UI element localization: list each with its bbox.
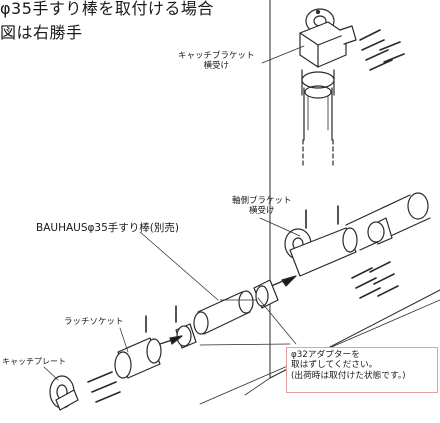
catch-bracket-part [299, 8, 357, 68]
note-line-2: 取はずしてください。 [291, 360, 378, 371]
main-rod [193, 290, 254, 335]
catch-plate-label: キャッチプレート [2, 357, 66, 366]
heading-line-2: 図は右勝手 [0, 23, 83, 42]
screws-top [359, 29, 405, 71]
adapter-note-callout: φ32アダプターを 取はずしてください。 (出荷時は取付けた状態です。) [286, 347, 438, 393]
vertical-rod-top [301, 69, 335, 166]
leader-lines [43, 45, 305, 381]
catch-plate-part [49, 375, 79, 411]
catch-bracket-label: キャッチブラケット 横受け [178, 51, 255, 72]
axis-bracket-part [284, 217, 393, 277]
latch-socket-label: ラッチソケット [64, 317, 124, 327]
insert-arrow-left [159, 335, 183, 345]
axis-bracket-label-line1: 軸側ブラケット [232, 196, 292, 206]
callout-lines [199, 297, 297, 346]
catch-bracket-label-line1: キャッチブラケット [178, 51, 255, 61]
adapter-ring [253, 279, 279, 309]
note-line-1: φ32アダプターを [291, 350, 360, 360]
heading-line-1: φ35手すり棒を取付ける場合 [0, 0, 214, 18]
screws-middle [305, 205, 399, 299]
horizontal-rod-right [345, 192, 431, 251]
screws-left [87, 305, 177, 403]
note-line-3: (出荷時は取付けた状態です。) [291, 370, 406, 381]
catch-bracket-label-line2: 横受け [203, 60, 230, 71]
axis-bracket-label: 軸側ブラケット 横受け [232, 196, 292, 217]
axis-bracket-label-line2: 横受け [249, 205, 275, 216]
latch-socket-part [114, 323, 197, 379]
rod-label: BAUHAUSφ35手すり棒(別売) [36, 222, 179, 234]
